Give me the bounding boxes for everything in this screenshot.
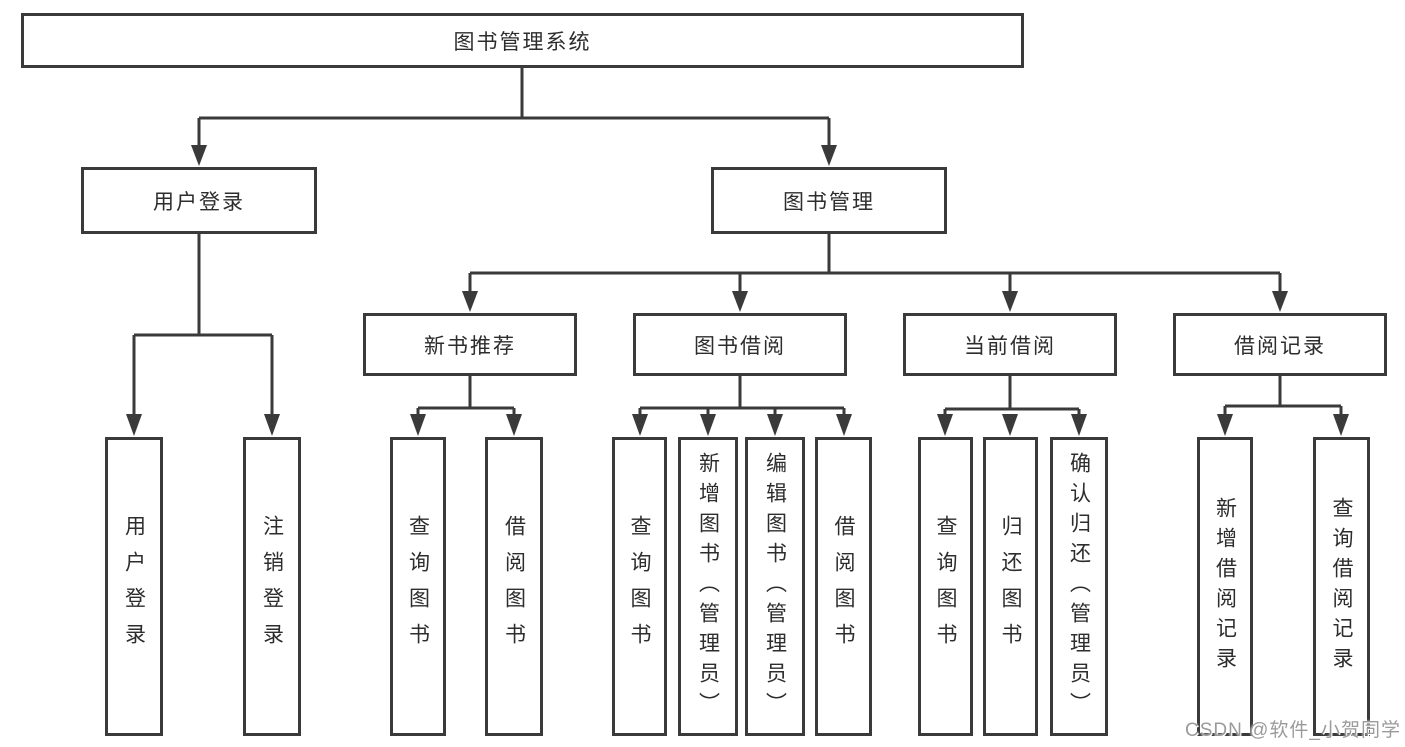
leaf-edit-book-admin-label: 编辑图书（管理员） <box>763 451 787 722</box>
node-new-book-recommend: 新书推荐 <box>363 313 577 376</box>
leaf-add-book-admin: 新增图书（管理员） <box>678 437 738 736</box>
connector-arrowheads <box>126 145 1349 436</box>
leaf-add-borrow-record-label: 新增借阅记录 <box>1213 496 1237 677</box>
leaf-add-borrow-record: 新增借阅记录 <box>1197 437 1253 736</box>
leaf-query-books-recommend-label: 查询图书 <box>406 514 430 659</box>
node-book-management: 图书管理 <box>711 167 947 234</box>
node-current-borrow-label: 当前借阅 <box>964 334 1056 358</box>
arrow-to-borrow-records <box>1272 291 1288 312</box>
arrow-to-leaf-query-books-recommend <box>410 414 426 436</box>
arrow-to-leaf-query-books-current <box>937 414 953 436</box>
node-user-login: 用户登录 <box>81 167 317 234</box>
node-library-system: 图书管理系统 <box>21 13 1024 68</box>
arrow-to-leaf-add-borrow-record <box>1217 414 1233 436</box>
leaf-query-books-borrow: 查询图书 <box>612 437 667 736</box>
arrow-to-leaf-return-books <box>1002 414 1018 436</box>
node-borrow-records: 借阅记录 <box>1173 313 1387 376</box>
arrow-to-user-login <box>191 145 207 166</box>
arrow-to-leaf-borrow-books-borrow <box>836 414 852 436</box>
leaf-user-login-label: 用户登录 <box>122 514 146 659</box>
node-user-login-label: 用户登录 <box>153 190 245 214</box>
leaf-query-borrow-record-label: 查询借阅记录 <box>1330 496 1353 677</box>
leaf-query-borrow-record: 查询借阅记录 <box>1313 437 1370 736</box>
arrow-to-leaf-logout <box>264 414 280 436</box>
node-new-book-recommend-label: 新书推荐 <box>424 334 516 358</box>
connector-newbook-to-leaves <box>416 376 516 420</box>
leaf-borrow-books-recommend-label: 借阅图书 <box>502 514 526 659</box>
csdn-watermark: CSDN @软件_小贺同学 <box>1185 720 1401 741</box>
leaf-confirm-return-admin-label: 确认归还（管理员） <box>1067 451 1091 722</box>
arrow-to-leaf-confirm-return-admin <box>1071 414 1087 436</box>
connector-bookmgmt-to-level3 <box>468 234 1282 296</box>
arrow-to-leaf-user-login <box>126 414 142 436</box>
connector-currentborrow-to-leaves <box>943 376 1081 420</box>
arrow-to-leaf-query-borrow-record <box>1333 414 1349 436</box>
arrow-to-leaf-borrow-books-recommend <box>506 414 522 436</box>
leaf-query-books-recommend: 查询图书 <box>390 437 446 736</box>
arrow-to-current-borrow <box>1002 291 1018 312</box>
arrow-to-leaf-add-book-admin <box>700 414 716 436</box>
leaf-logout-label: 注销登录 <box>260 514 284 659</box>
node-current-borrow: 当前借阅 <box>903 313 1117 376</box>
leaf-confirm-return-admin: 确认归还（管理员） <box>1050 437 1108 736</box>
leaf-query-books-current: 查询图书 <box>918 437 973 736</box>
leaf-borrow-books-recommend: 借阅图书 <box>485 437 543 736</box>
arrow-to-new-book-recommend <box>462 291 478 312</box>
leaf-query-books-current-label: 查询图书 <box>934 514 957 659</box>
leaf-query-books-borrow-label: 查询图书 <box>628 514 651 659</box>
leaf-edit-book-admin: 编辑图书（管理员） <box>745 437 805 736</box>
arrow-to-leaf-query-books-borrow <box>632 414 648 436</box>
leaf-add-book-admin-label: 新增图书（管理员） <box>696 451 720 722</box>
connector-paths <box>132 68 1343 420</box>
connector-root-to-level2 <box>197 68 831 150</box>
node-library-system-label: 图书管理系统 <box>453 30 592 54</box>
arrow-to-book-borrow <box>732 291 748 312</box>
node-book-borrow-label: 图书借阅 <box>694 334 786 358</box>
node-borrow-records-label: 借阅记录 <box>1234 334 1326 358</box>
connector-bookborrow-to-leaves <box>638 376 846 420</box>
leaf-user-login: 用户登录 <box>105 437 163 736</box>
arrow-to-leaf-edit-book-admin <box>767 414 783 436</box>
leaf-borrow-books-borrow-label: 借阅图书 <box>832 514 855 659</box>
leaf-return-books: 归还图书 <box>983 437 1038 736</box>
leaf-borrow-books-borrow: 借阅图书 <box>815 437 872 736</box>
leaf-logout: 注销登录 <box>243 437 301 736</box>
node-book-borrow: 图书借阅 <box>633 313 847 376</box>
connector-borrowrecord-to-leaves <box>1223 376 1343 420</box>
node-book-management-label: 图书管理 <box>783 190 875 214</box>
arrow-to-book-management <box>821 145 837 166</box>
connector-userlogin-to-leaves <box>132 234 274 420</box>
leaf-return-books-label: 归还图书 <box>999 514 1022 659</box>
